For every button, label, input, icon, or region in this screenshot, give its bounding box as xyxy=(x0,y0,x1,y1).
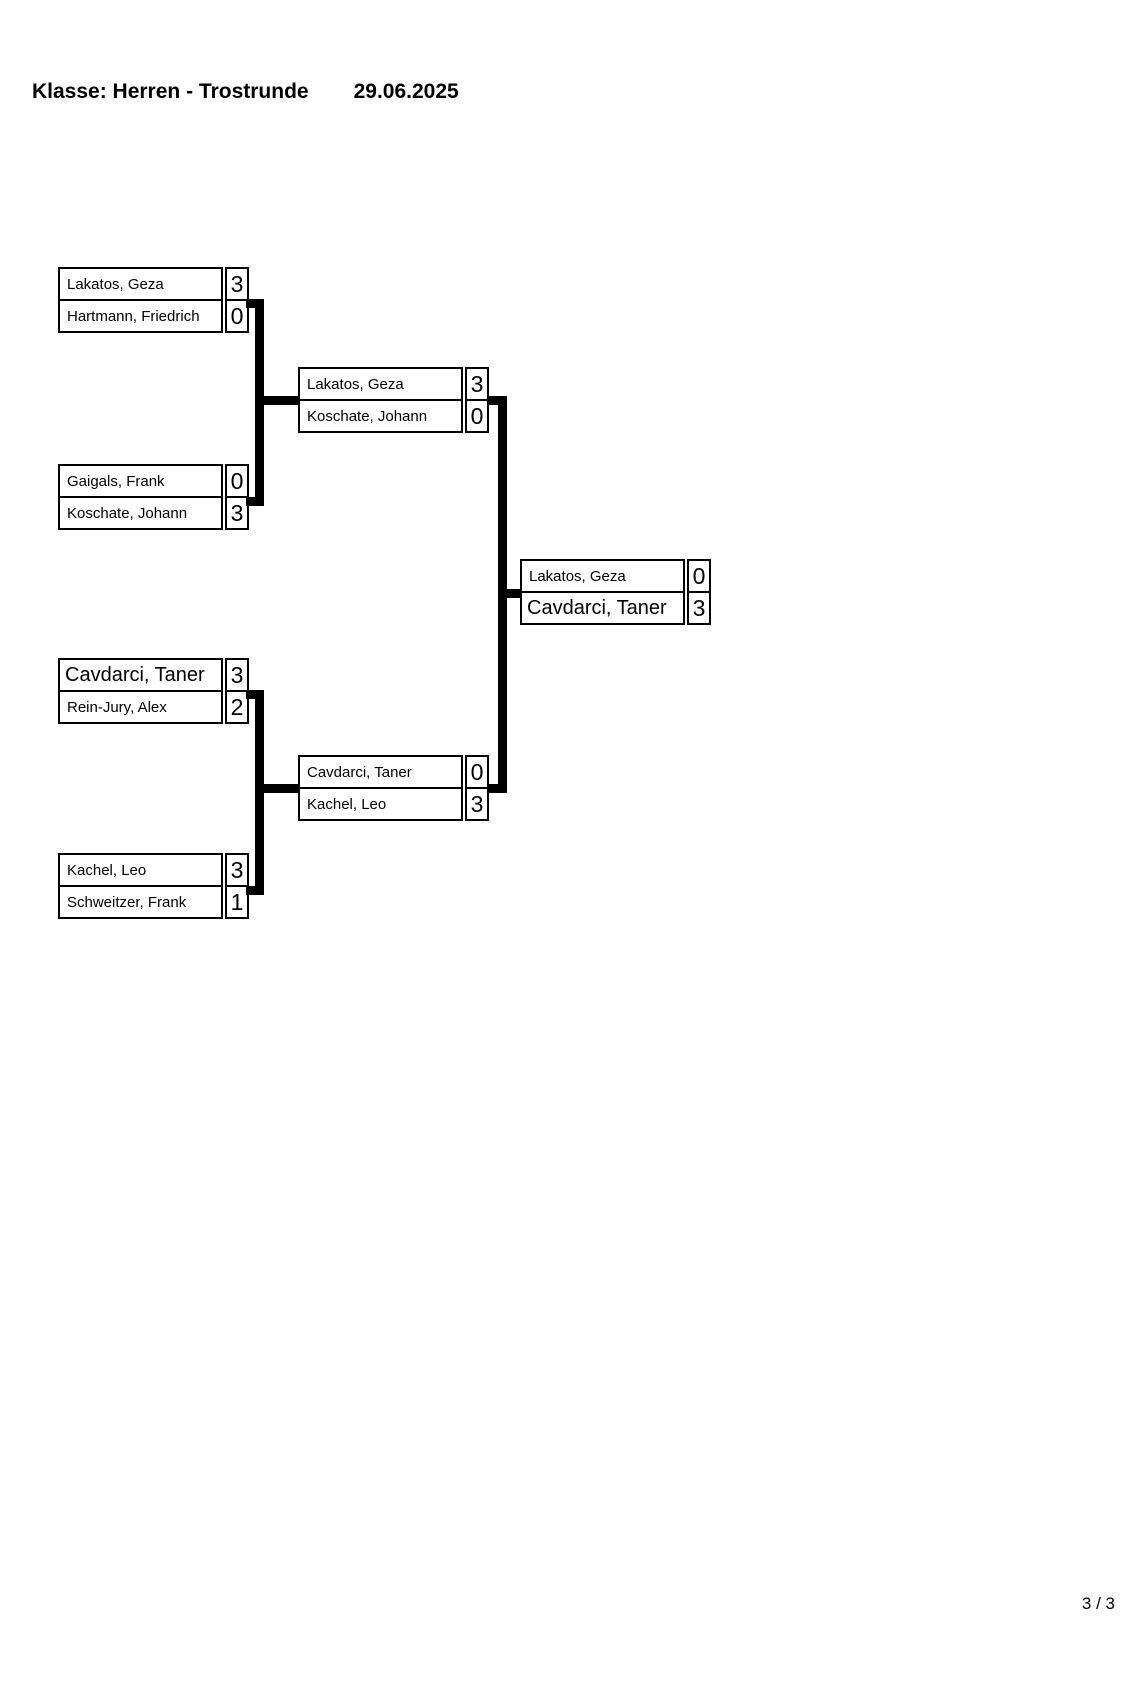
match-box: Kachel, Leo 3 Schweitzer, Frank 1 xyxy=(58,853,249,919)
player-name: Schweitzer, Frank xyxy=(58,887,223,919)
player-row: Koschate, Johann 0 xyxy=(298,401,489,433)
player-row: Cavdarci, Taner 3 xyxy=(520,593,711,625)
player-name: Rein-Jury, Alex xyxy=(58,692,223,724)
player-row: Kachel, Leo 3 xyxy=(298,789,489,821)
bracket-connector-stub xyxy=(246,886,264,895)
player-row: Lakatos, Geza 3 xyxy=(298,367,489,401)
bracket-connector-feed xyxy=(498,589,520,598)
player-name: Koschate, Johann xyxy=(58,498,223,530)
class-title: Klasse: Herren - Trostrunde xyxy=(32,80,309,103)
player-score: 0 xyxy=(687,559,711,593)
player-score: 3 xyxy=(465,367,489,401)
player-score: 0 xyxy=(225,464,249,498)
player-row: Cavdarci, Taner 3 xyxy=(58,658,249,692)
player-score: 0 xyxy=(465,755,489,789)
player-row: Kachel, Leo 3 xyxy=(58,853,249,887)
player-name: Lakatos, Geza xyxy=(520,559,685,593)
player-score: 3 xyxy=(225,498,249,530)
player-name: Kachel, Leo xyxy=(58,853,223,887)
match-date: 29.06.2025 xyxy=(353,80,459,103)
player-name: Hartmann, Friedrich xyxy=(58,301,223,333)
match-box: Lakatos, Geza 0 Cavdarci, Taner 3 xyxy=(520,559,711,625)
bracket-connector-stub xyxy=(487,784,507,793)
match-box: Gaigals, Frank 0 Koschate, Johann 3 xyxy=(58,464,249,530)
player-score: 2 xyxy=(225,692,249,724)
player-name: Kachel, Leo xyxy=(298,789,463,821)
match-box: Cavdarci, Taner 0 Kachel, Leo 3 xyxy=(298,755,489,821)
player-row: Rein-Jury, Alex 2 xyxy=(58,692,249,724)
player-name: Cavdarci, Taner xyxy=(58,658,223,692)
player-name: Lakatos, Geza xyxy=(58,267,223,301)
player-row: Lakatos, Geza 0 xyxy=(520,559,711,593)
player-score: 3 xyxy=(465,789,489,821)
bracket-connector-feed xyxy=(255,396,298,405)
player-row: Gaigals, Frank 0 xyxy=(58,464,249,498)
player-name: Koschate, Johann xyxy=(298,401,463,433)
player-score: 3 xyxy=(225,267,249,301)
player-row: Lakatos, Geza 3 xyxy=(58,267,249,301)
player-row: Cavdarci, Taner 0 xyxy=(298,755,489,789)
page-header: Klasse: Herren - Trostrunde 29.06.2025 xyxy=(32,80,459,104)
player-score: 0 xyxy=(465,401,489,433)
match-box: Lakatos, Geza 3 Koschate, Johann 0 xyxy=(298,367,489,433)
player-name: Gaigals, Frank xyxy=(58,464,223,498)
bracket-connector-stub xyxy=(246,497,264,506)
player-score: 3 xyxy=(687,593,711,625)
page-number: 3 / 3 xyxy=(1081,1594,1115,1613)
player-row: Hartmann, Friedrich 0 xyxy=(58,301,249,333)
bracket-connector-stub xyxy=(487,396,507,405)
match-box: Cavdarci, Taner 3 Rein-Jury, Alex 2 xyxy=(58,658,249,724)
player-row: Koschate, Johann 3 xyxy=(58,498,249,530)
player-row: Schweitzer, Frank 1 xyxy=(58,887,249,919)
player-name: Lakatos, Geza xyxy=(298,367,463,401)
player-score: 1 xyxy=(225,887,249,919)
player-score: 0 xyxy=(225,301,249,333)
match-box: Lakatos, Geza 3 Hartmann, Friedrich 0 xyxy=(58,267,249,333)
bracket-connector-feed xyxy=(255,784,299,793)
player-score: 3 xyxy=(225,658,249,692)
player-name: Cavdarci, Taner xyxy=(298,755,463,789)
player-score: 3 xyxy=(225,853,249,887)
player-name: Cavdarci, Taner xyxy=(520,593,685,625)
